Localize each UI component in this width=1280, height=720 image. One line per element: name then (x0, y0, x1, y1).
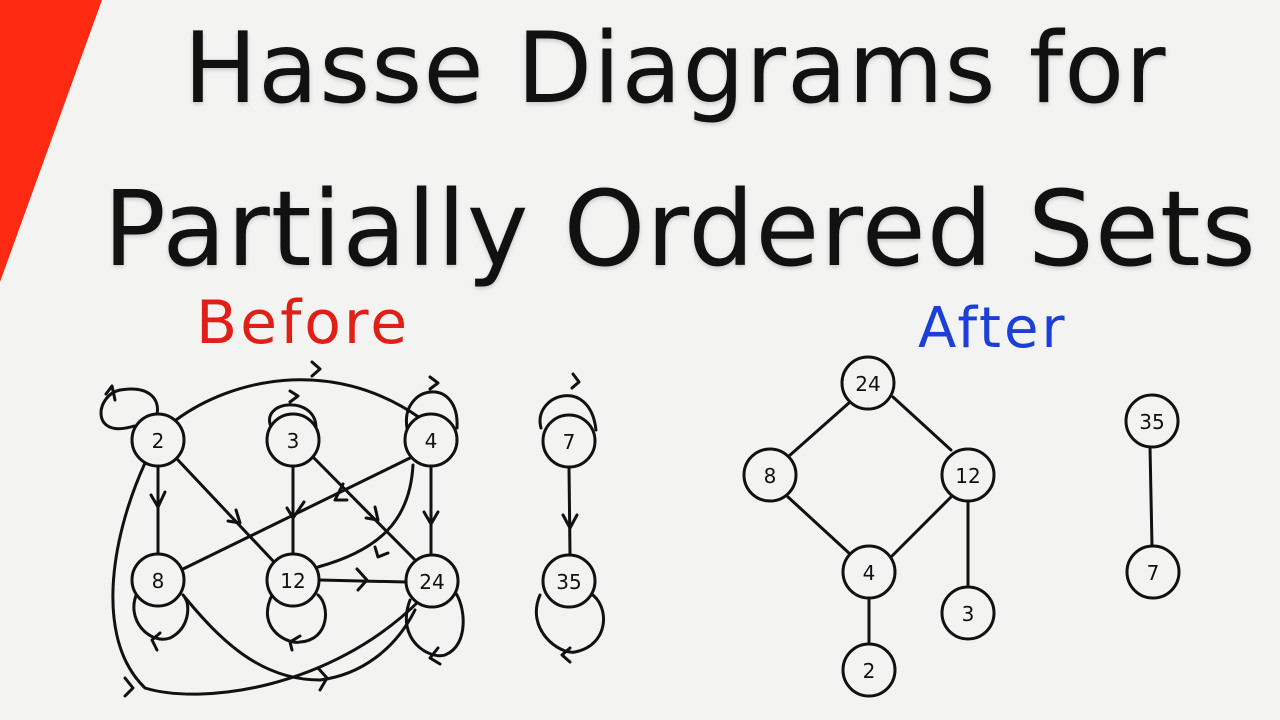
hasse-node-7: 7 (1125, 544, 1181, 600)
arrow-icon (428, 375, 440, 391)
arrow-icon (123, 676, 135, 698)
arrow-icon (561, 513, 579, 530)
hasse-node-2: 2 (841, 642, 897, 698)
svg-text:35: 35 (1139, 410, 1164, 434)
loop-8 (132, 591, 190, 641)
hasse-edge-8-24 (787, 400, 852, 458)
arrow-icon (104, 384, 117, 402)
edge-4-12 (316, 463, 415, 569)
arrow-icon (150, 631, 162, 652)
edge-2-24 (111, 461, 422, 696)
svg-text:12: 12 (280, 569, 305, 593)
loop-7 (538, 394, 598, 432)
svg-text:8: 8 (152, 569, 165, 593)
node-4: 4 (403, 412, 459, 468)
arrow-icon (310, 360, 322, 378)
edge-8-24 (181, 593, 417, 682)
svg-text:3: 3 (287, 429, 300, 453)
node-24: 24 (404, 553, 460, 609)
edge-4-8 (181, 455, 414, 571)
svg-text:4: 4 (425, 429, 438, 453)
arrow-icon (149, 490, 167, 509)
node-7: 7 (541, 413, 597, 469)
arrow-icon (422, 510, 440, 526)
svg-text:3: 3 (962, 602, 975, 626)
arrow-icon (428, 646, 442, 666)
loop-3 (268, 403, 318, 429)
svg-text:7: 7 (1147, 561, 1160, 585)
arrow-icon (288, 389, 300, 404)
arrow-icon (288, 634, 302, 652)
loop-4 (405, 390, 459, 430)
hasse-edge-4-12 (889, 494, 954, 559)
arrow-icon (364, 505, 380, 522)
title-line-2: Partially Ordered Sets (103, 168, 1257, 290)
node-2: 2 (130, 412, 186, 468)
before-graph: 2 3 4 7 8 12 24 35 (99, 360, 605, 698)
svg-text:12: 12 (955, 464, 980, 488)
loop-2 (99, 387, 159, 430)
svg-text:2: 2 (152, 429, 165, 453)
arrow-icon (226, 508, 242, 525)
node-35: 35 (541, 553, 597, 609)
edge-3-24 (311, 455, 420, 565)
node-3: 3 (265, 412, 321, 468)
arrow-icon (316, 666, 329, 692)
svg-text:24: 24 (419, 570, 444, 594)
arrow-icon (373, 545, 390, 559)
arrow-icon (570, 372, 581, 390)
hasse-node-4: 4 (841, 544, 897, 600)
hasse-node-12: 12 (940, 447, 996, 503)
svg-text:24: 24 (855, 372, 880, 396)
hasse-edge-7-35 (1148, 445, 1154, 548)
hasse-node-3: 3 (940, 585, 996, 641)
edge-12-24 (317, 578, 408, 584)
svg-text:35: 35 (556, 570, 581, 594)
title-line-1: Hasse Diagrams for (183, 12, 1167, 126)
hasse-edge-4-8 (786, 495, 852, 556)
svg-text:8: 8 (764, 464, 777, 488)
after-label: After (918, 296, 1068, 361)
node-8: 8 (130, 552, 186, 608)
edge-2-12 (175, 457, 277, 565)
node-12: 12 (265, 552, 321, 608)
arrow-icon (560, 646, 572, 664)
arrow-icon (285, 500, 306, 520)
loop-12 (265, 593, 327, 644)
svg-text:2: 2 (863, 659, 876, 683)
arrow-icon (333, 482, 349, 502)
loop-24 (404, 590, 465, 658)
edge-7-35 (567, 465, 572, 556)
hasse-edge-12-24 (891, 395, 953, 452)
loop-35 (534, 591, 605, 654)
svg-text:4: 4 (863, 561, 876, 585)
edge-2-4 (174, 378, 422, 422)
before-label: Before (196, 288, 411, 358)
svg-text:7: 7 (563, 430, 576, 454)
hasse-node-8: 8 (742, 447, 798, 503)
arrow-icon (355, 567, 369, 592)
after-graph: 24 8 12 4 3 2 35 7 (742, 355, 1181, 698)
hasse-node-24: 24 (840, 355, 896, 411)
hasse-node-35: 35 (1124, 393, 1180, 449)
